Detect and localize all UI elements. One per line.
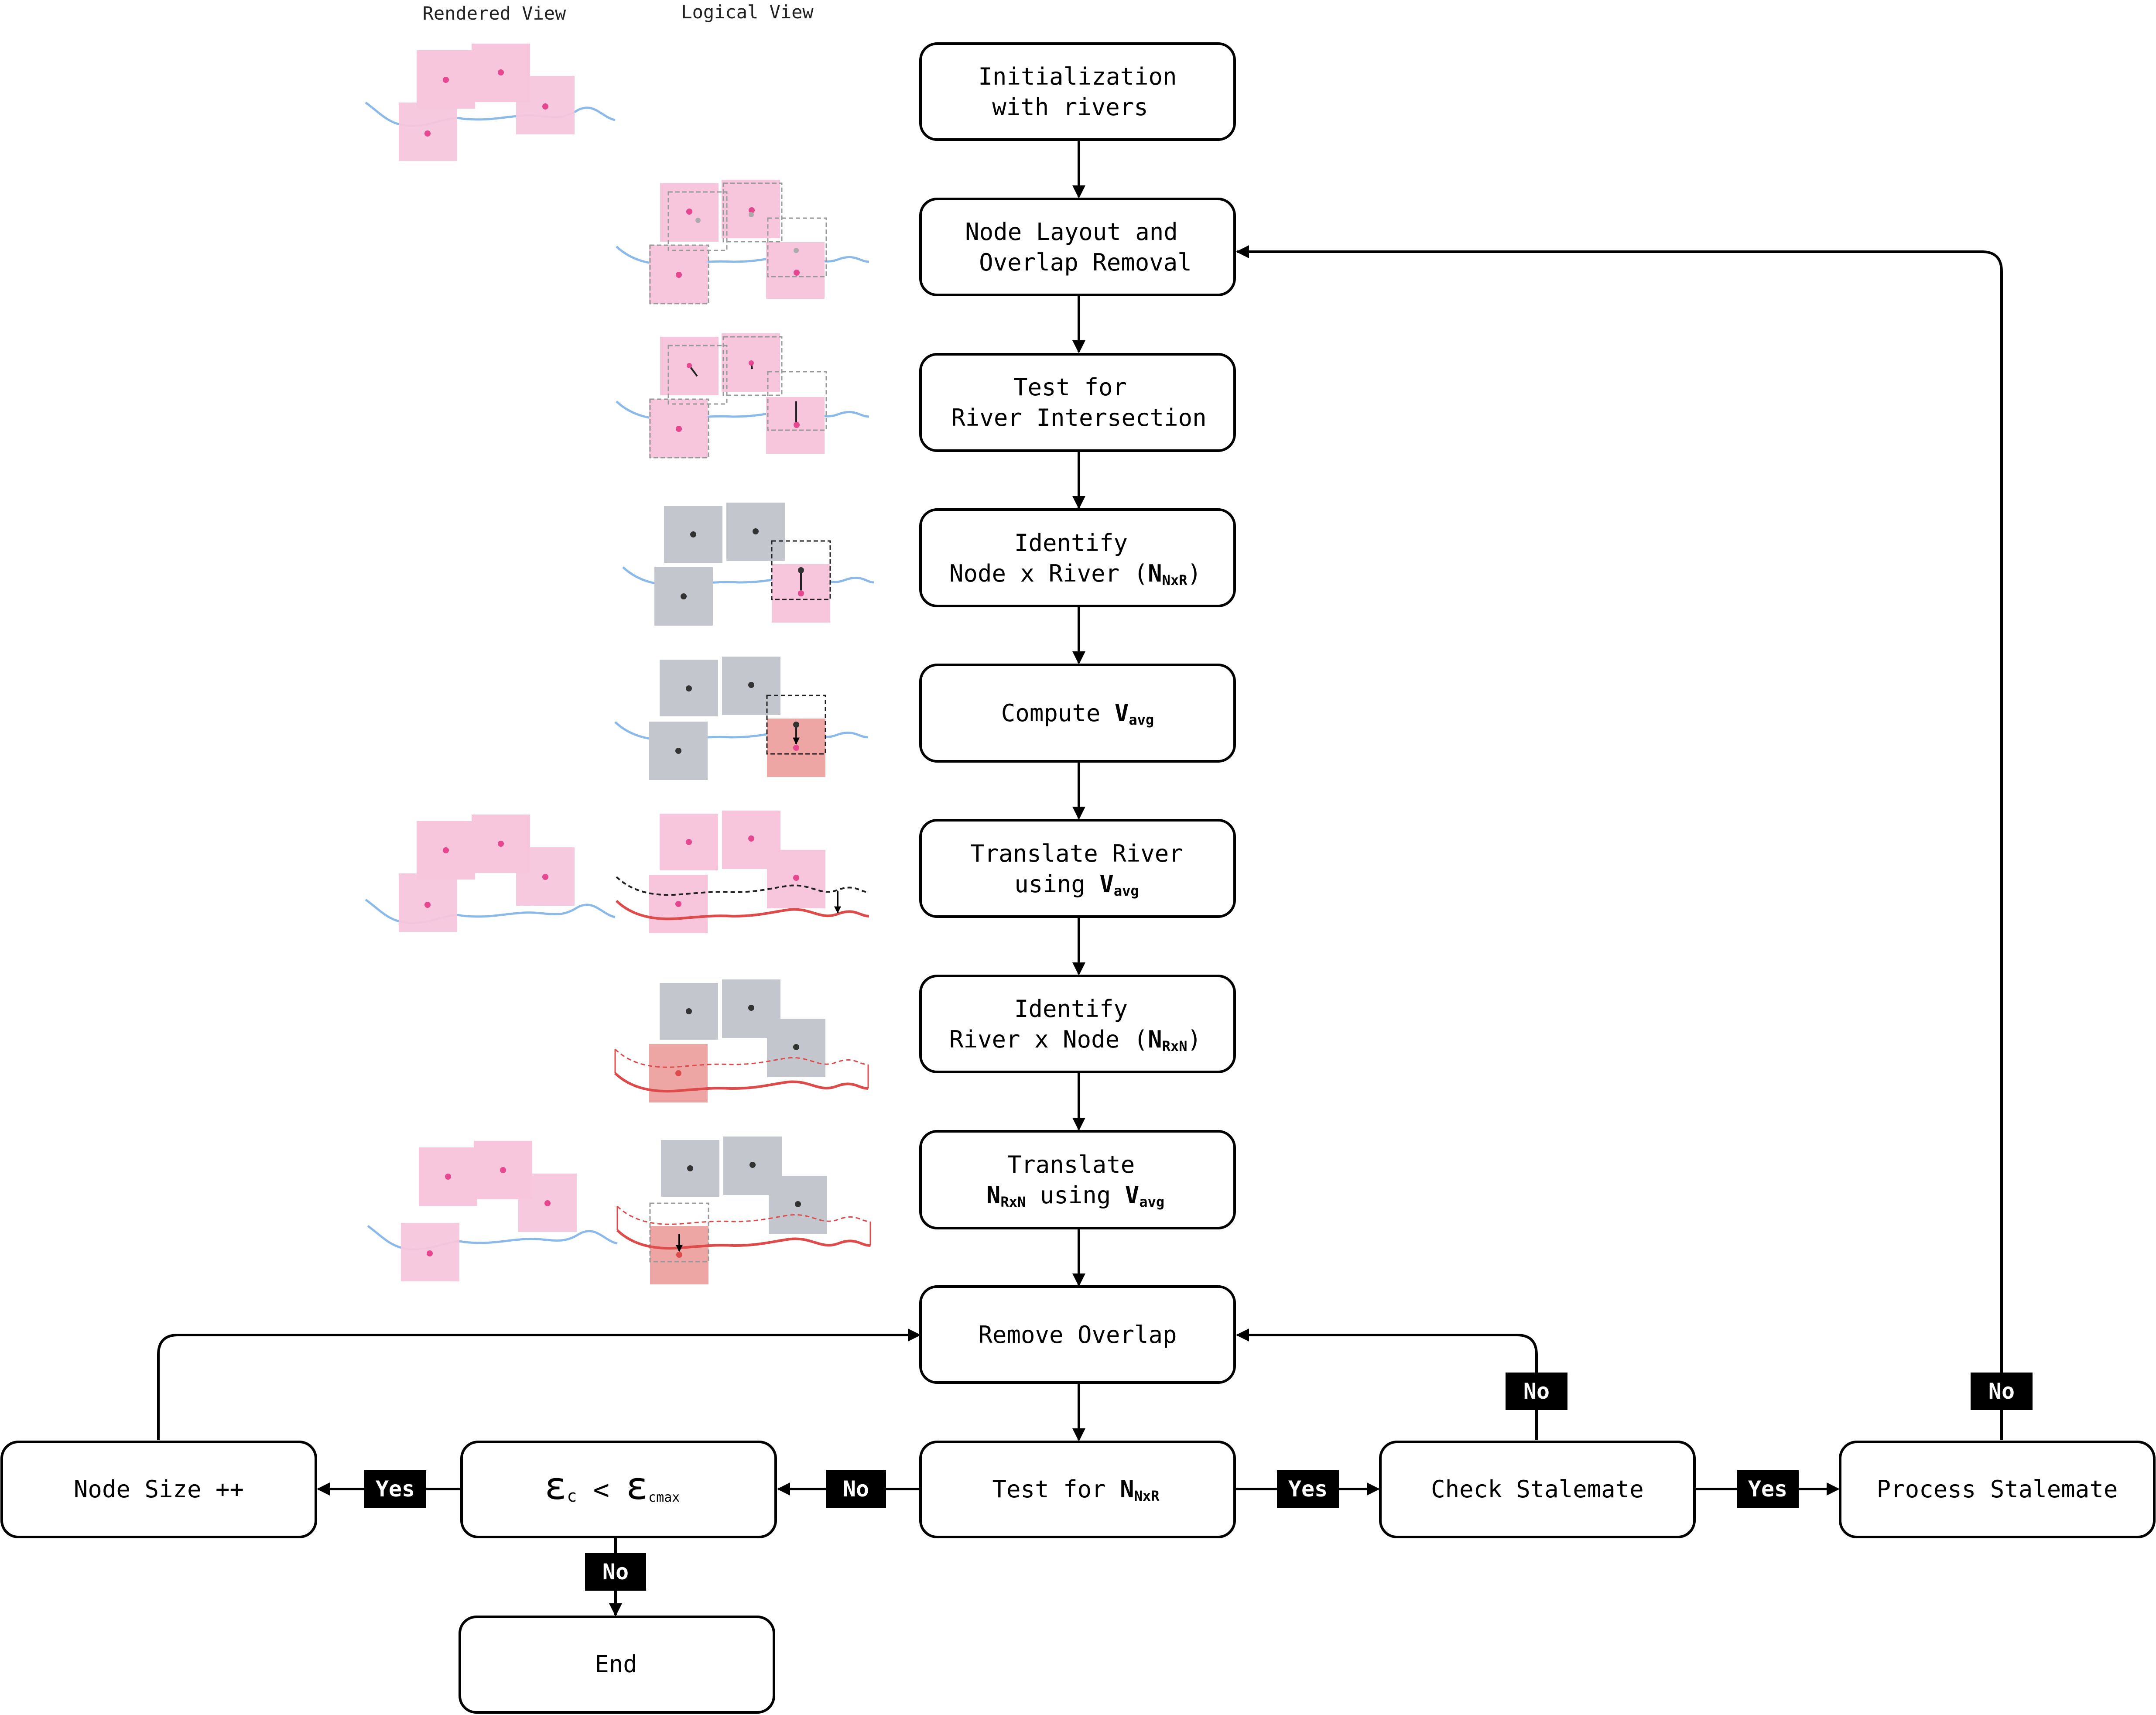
epsilon-label: εc < εcmax bbox=[544, 1465, 680, 1508]
tag-test-no: No bbox=[843, 1476, 869, 1502]
box-node-layout bbox=[919, 198, 1236, 296]
box-identify-nxr bbox=[919, 508, 1236, 607]
box-translate-nrxn bbox=[919, 1130, 1236, 1229]
tag-eps-yes: Yes bbox=[376, 1476, 415, 1502]
check-stalemate-label: Check Stalemate bbox=[1431, 1475, 1644, 1503]
box-compute bbox=[919, 664, 1236, 763]
translate-nrxn-middle: using bbox=[1026, 1181, 1125, 1209]
step-boxes bbox=[0, 42, 2156, 1714]
test-nxr-label: Test for NNxR bbox=[992, 1475, 1160, 1504]
test-nxr-prefix: Test for bbox=[992, 1475, 1120, 1503]
box-test-river bbox=[919, 353, 1236, 452]
test-nxr-symbol: N bbox=[1120, 1475, 1134, 1503]
illustration-translate-nrxn bbox=[616, 1136, 871, 1284]
process-stalemate-label: Process Stalemate bbox=[1877, 1475, 2118, 1503]
identify-rxn-prefix: River x Node ( bbox=[949, 1026, 1148, 1053]
test-nxr-subscript: NxR bbox=[1134, 1488, 1160, 1504]
tag-process-no: No bbox=[1988, 1379, 2015, 1404]
translate-nrxn-label-2: NRxN using Vavg bbox=[986, 1181, 1164, 1210]
translate-river-label-1: Translate River bbox=[970, 840, 1183, 867]
illustration-rendered-river-translated bbox=[365, 815, 616, 932]
box-epsilon bbox=[460, 1441, 777, 1538]
illustration-identify-nxr bbox=[622, 503, 874, 626]
tag-stalemate-no: No bbox=[1523, 1379, 1550, 1404]
compute-symbol: V bbox=[1115, 699, 1129, 727]
box-remove-overlap bbox=[919, 1285, 1236, 1384]
translate-river-symbol: V bbox=[1099, 870, 1114, 898]
identify-nxr-label-2: Node x River (NNxR) bbox=[949, 560, 1201, 589]
illustration-compute bbox=[614, 657, 869, 780]
identify-rxn-subscript: RxN bbox=[1162, 1038, 1188, 1054]
identify-nxr-subscript: NxR bbox=[1162, 572, 1188, 589]
init-label-2: with rivers bbox=[992, 93, 1148, 121]
identify-rxn-symbol: N bbox=[1148, 1026, 1162, 1053]
box-end bbox=[459, 1616, 775, 1714]
translate-nrxn-subscript: RxN bbox=[1000, 1194, 1026, 1210]
illustration-layout bbox=[616, 180, 869, 305]
identify-nxr-prefix: Node x River ( bbox=[949, 560, 1148, 587]
epsilon-symbol: ε bbox=[544, 1465, 567, 1508]
translate-nrxn-subscript2: avg bbox=[1139, 1194, 1164, 1210]
box-process-stalemate bbox=[1839, 1441, 2156, 1538]
rendered-view-heading: Rendered View bbox=[423, 3, 566, 24]
identify-rxn-suffix: ) bbox=[1187, 1026, 1201, 1053]
identify-rxn-label-2: River x Node (NRxN) bbox=[949, 1026, 1201, 1054]
layout-label-1: Node Layout and bbox=[965, 218, 1178, 246]
layout-label-2: Overlap Removal bbox=[979, 249, 1192, 276]
tag-eps-no: No bbox=[602, 1559, 629, 1585]
epsilon-sub2: cmax bbox=[648, 1490, 680, 1505]
illustration-translate-river bbox=[615, 811, 869, 933]
box-check-stalemate bbox=[1379, 1441, 1696, 1538]
test-river-label-2: River Intersection bbox=[951, 404, 1206, 431]
step-labels: Initialization with rivers Node Layout a… bbox=[74, 63, 2118, 1678]
epsilon-op: < bbox=[577, 1474, 626, 1506]
init-label-1: Initialization bbox=[978, 63, 1177, 90]
translate-nrxn-symbol: N bbox=[986, 1181, 1001, 1209]
test-river-label-1: Test for bbox=[1013, 373, 1127, 401]
identify-nxr-symbol: N bbox=[1148, 560, 1162, 587]
tag-test-yes: Yes bbox=[1288, 1476, 1328, 1502]
compute-label: Compute Vavg bbox=[1001, 699, 1154, 728]
identify-nxr-suffix: ) bbox=[1187, 560, 1201, 587]
translate-river-subscript: avg bbox=[1114, 883, 1139, 899]
decision-tags: No Yes Yes No No Yes No bbox=[364, 1373, 2033, 1591]
epsilon-symbol2: ε bbox=[626, 1465, 648, 1508]
compute-subscript: avg bbox=[1129, 712, 1154, 728]
compute-prefix: Compute bbox=[1001, 699, 1115, 727]
illustration-rendered-final bbox=[367, 1141, 618, 1281]
illustration-rendered-init bbox=[365, 44, 616, 161]
end-label: End bbox=[595, 1650, 637, 1678]
box-initialization bbox=[919, 42, 1236, 141]
remove-overlap-label: Remove Overlap bbox=[978, 1321, 1177, 1349]
tag-stalemate-yes: Yes bbox=[1748, 1476, 1787, 1502]
translate-river-prefix: using bbox=[1014, 870, 1099, 898]
box-identify-rxn bbox=[919, 975, 1236, 1073]
illustration-test-river bbox=[616, 333, 869, 459]
node-size-label: Node Size ++ bbox=[74, 1475, 244, 1503]
identify-rxn-label-1: Identify bbox=[1014, 995, 1128, 1023]
box-test-nxr bbox=[919, 1441, 1236, 1538]
illustration-identify-rxn bbox=[614, 979, 869, 1102]
box-translate-river bbox=[919, 819, 1236, 918]
identify-nxr-label-1: Identify bbox=[1014, 529, 1128, 557]
logical-view-heading: Logical View bbox=[681, 1, 814, 23]
translate-river-label-2: using Vavg bbox=[1014, 870, 1139, 899]
box-node-size bbox=[0, 1441, 317, 1538]
translate-nrxn-symbol2: V bbox=[1125, 1181, 1140, 1209]
translate-nrxn-label-1: Translate bbox=[1007, 1151, 1135, 1178]
epsilon-sub: c bbox=[567, 1486, 577, 1506]
